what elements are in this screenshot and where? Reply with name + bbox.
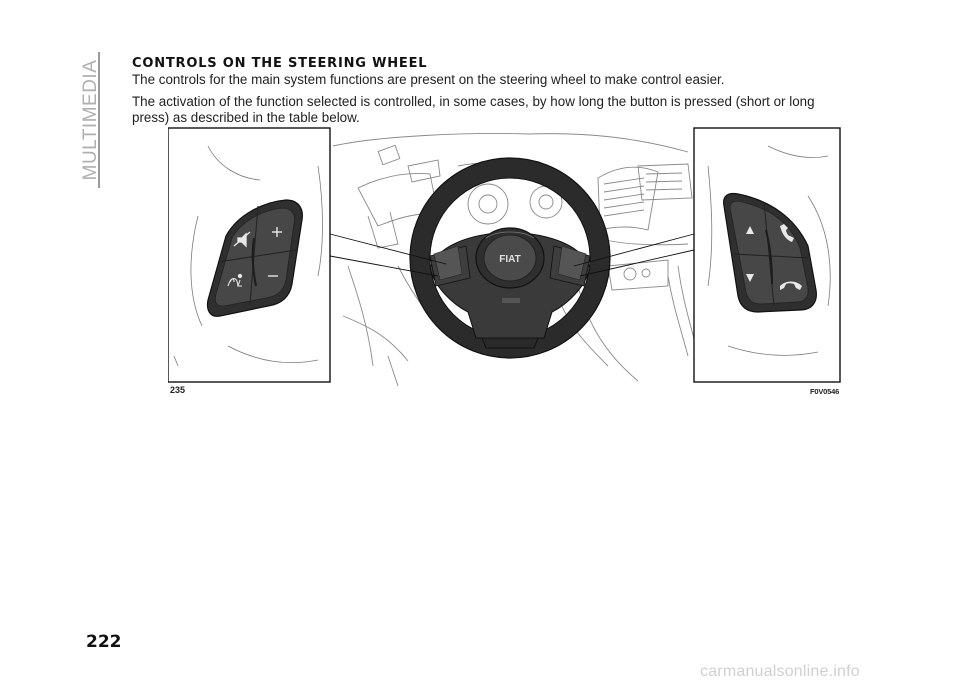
mute-icon <box>233 231 251 248</box>
page-number: 222 <box>86 632 122 652</box>
left-control-panel-inset <box>168 127 331 383</box>
plus-icon <box>272 227 282 237</box>
phone-answer-icon <box>780 224 794 242</box>
right-control-panel-inset <box>693 127 841 383</box>
section-heading: CONTROLS ON THE STEERING WHEEL <box>132 56 428 71</box>
fiat-badge: FIAT <box>499 254 520 265</box>
steering-wheel-figure: FIAT <box>168 127 841 387</box>
voice-icon <box>227 273 243 287</box>
section-tab: MULTIMEDIA <box>79 52 103 188</box>
phone-hangup-icon <box>780 281 802 290</box>
leader-line-left-top <box>329 233 447 265</box>
dashboard-sketch <box>332 133 697 387</box>
leader-line-right-bottom <box>579 249 695 277</box>
leader-line-right-top <box>573 233 695 267</box>
intro-paragraph: The controls for the main system functio… <box>132 72 725 87</box>
leader-line-left-bottom <box>329 255 439 277</box>
figure-code: F0V0546 <box>810 387 840 396</box>
up-arrow-icon <box>746 226 754 234</box>
watermark: carmanualsonline.info <box>700 663 860 680</box>
figure-number: 235 <box>170 385 186 395</box>
section-tab-rule <box>98 52 100 188</box>
steering-wheel: FIAT <box>409 157 611 359</box>
down-arrow-icon <box>746 274 754 282</box>
activation-paragraph: The activation of the function selected … <box>132 94 815 125</box>
